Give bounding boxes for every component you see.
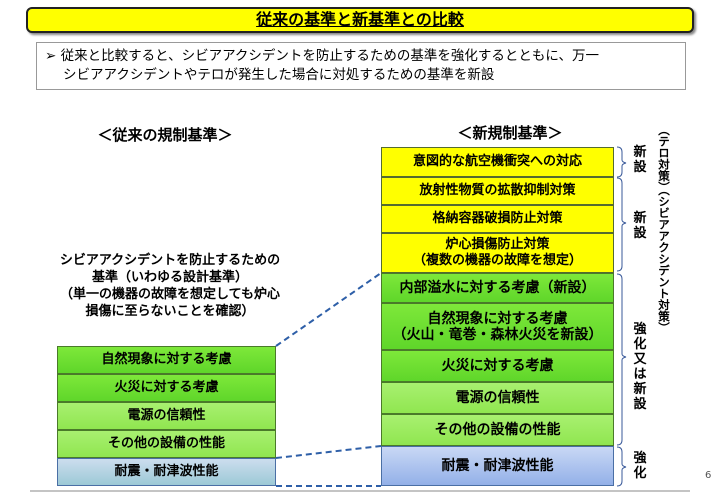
old-item: 電源の信頼性: [57, 402, 276, 430]
new-item: 火災に対する考慮: [381, 350, 614, 382]
old-standard-heading: ＜従来の規制基準＞: [97, 126, 233, 144]
old-item: 耐震・耐津波性能: [57, 458, 276, 486]
side-label-terror: （テロ対策）: [657, 124, 671, 193]
slide-title: 従来の基準と新基準との比較: [26, 7, 694, 33]
new-item: 内部溢水に対する考慮（新設）: [381, 273, 614, 303]
side-label-severe-accident: （シビアアクシデント対策）: [657, 184, 671, 334]
old-item: 自然現象に対する考慮: [57, 346, 276, 374]
label-new-terror: 新設: [633, 145, 647, 175]
new-item: 炉心損傷防止対策（複数の機器の故障を想定）: [381, 233, 614, 273]
label-strengthen-or-new: 強化又は新設: [633, 322, 647, 412]
label-new-sa: 新設: [633, 211, 647, 241]
old-item: 火災に対する考慮: [57, 374, 276, 402]
bullet-icon: ➢: [45, 48, 57, 64]
summary-box: ➢ 従来と比較すると、シビアアクシデントを防止するための基準を強化するとともに、…: [36, 42, 686, 90]
new-item: 放射性物質の拡散抑制対策: [381, 177, 614, 205]
desc-line: シビアアクシデントを防止するための: [59, 253, 281, 268]
label-strengthen: 強化: [633, 451, 647, 481]
page-number: 6: [705, 470, 712, 481]
desc-line: 損傷に至らないことを確認）: [85, 304, 255, 319]
old-item: その他の設備の性能: [57, 430, 276, 458]
new-item: その他の設備の性能: [381, 414, 614, 446]
desc-line: 基準（いわゆる設計基準）: [91, 270, 248, 285]
summary-line-2: シビアアクシデントやテロが発生した場合に対処するための基準を新設: [63, 67, 495, 83]
old-standard-description: シビアアクシデントを防止するための 基準（いわゆる設計基準） （単一の機器の故障…: [30, 252, 310, 320]
summary-line-1: 従来と比較すると、シビアアクシデントを防止するための基準を強化するとともに、万一: [60, 48, 599, 64]
new-item: 電源の信頼性: [381, 382, 614, 414]
new-item: 耐震・耐津波性能: [381, 446, 614, 486]
new-standard-heading: ＜新規制基準＞: [457, 124, 563, 142]
new-item: 意図的な航空機衝突への対応: [381, 147, 614, 177]
desc-line: （単一の機器の故障を想定しても炉心: [60, 287, 280, 302]
new-item: 格納容器破損防止対策: [381, 205, 614, 233]
new-item: 自然現象に対する考慮（火山・竜巻・森林火災を新設）: [381, 303, 614, 350]
